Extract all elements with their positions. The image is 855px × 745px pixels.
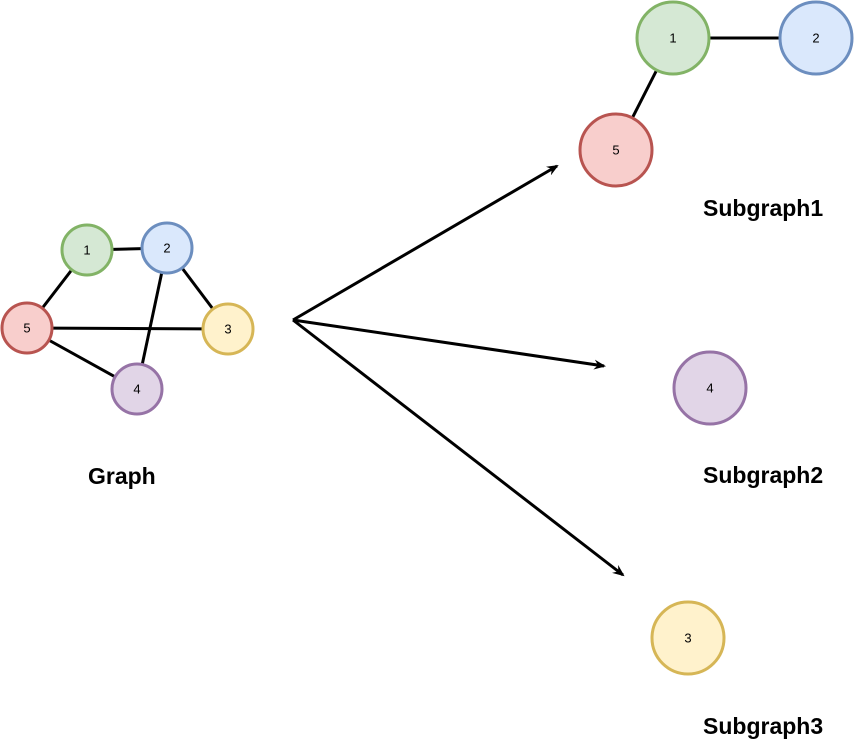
subgraph2-node-4-label: 4 <box>706 381 713 396</box>
graph-edge-5-3 <box>26 326 229 331</box>
subgraph1-node-2: 2 <box>778 0 854 76</box>
subgraph1-node-2-label: 2 <box>812 31 819 46</box>
subgraph1-node-1-label: 1 <box>669 31 676 46</box>
subgraph1-node-5: 5 <box>578 112 654 188</box>
subgraph1-node-1-circle <box>635 0 711 76</box>
subgraph3-label: Subgraph3 <box>703 713 823 739</box>
subgraph3-node-3: 3 <box>650 600 726 676</box>
subgraph1-label: Subgraph1 <box>703 195 823 221</box>
graph-node-2-label: 2 <box>163 241 170 256</box>
arrow-to-subgraph2 <box>292 318 606 370</box>
subgraph3-node-3-circle <box>650 600 726 676</box>
graph-node-5-label: 5 <box>23 321 30 336</box>
graph-node-4: 4 <box>110 362 164 416</box>
subgraph2-node-4: 4 <box>672 350 748 426</box>
arrow-to-subgraph1 <box>292 164 559 322</box>
subgraph1-node-5-label: 5 <box>612 143 619 158</box>
subgraph1-node-1: 1 <box>635 0 711 76</box>
graph-node-3: 3 <box>201 302 255 356</box>
subgraph3-node-3-label: 3 <box>684 631 691 646</box>
subgraph2-label: Subgraph2 <box>703 462 823 488</box>
graph-node-1-circle <box>60 223 114 277</box>
graph-node-2: 2 <box>140 221 194 275</box>
graph-node-2-circle <box>140 221 194 275</box>
subgraph1-node-2-circle <box>778 0 854 76</box>
graph-node-5: 5 <box>0 301 54 355</box>
graph-node-4-label: 4 <box>133 382 140 397</box>
subgraph1-node-5-circle <box>578 112 654 188</box>
graph-label: Graph <box>88 463 156 489</box>
graph-node-5-circle <box>0 301 54 355</box>
graph-node-1-label: 1 <box>83 243 90 258</box>
graph-node-3-label: 3 <box>224 322 231 337</box>
graph-node-4-circle <box>110 362 164 416</box>
graph-node-3-circle <box>201 302 255 356</box>
subgraph2-node-4-circle <box>672 350 748 426</box>
graph-node-1: 1 <box>60 223 114 277</box>
arrow-to-subgraph3 <box>292 318 625 577</box>
